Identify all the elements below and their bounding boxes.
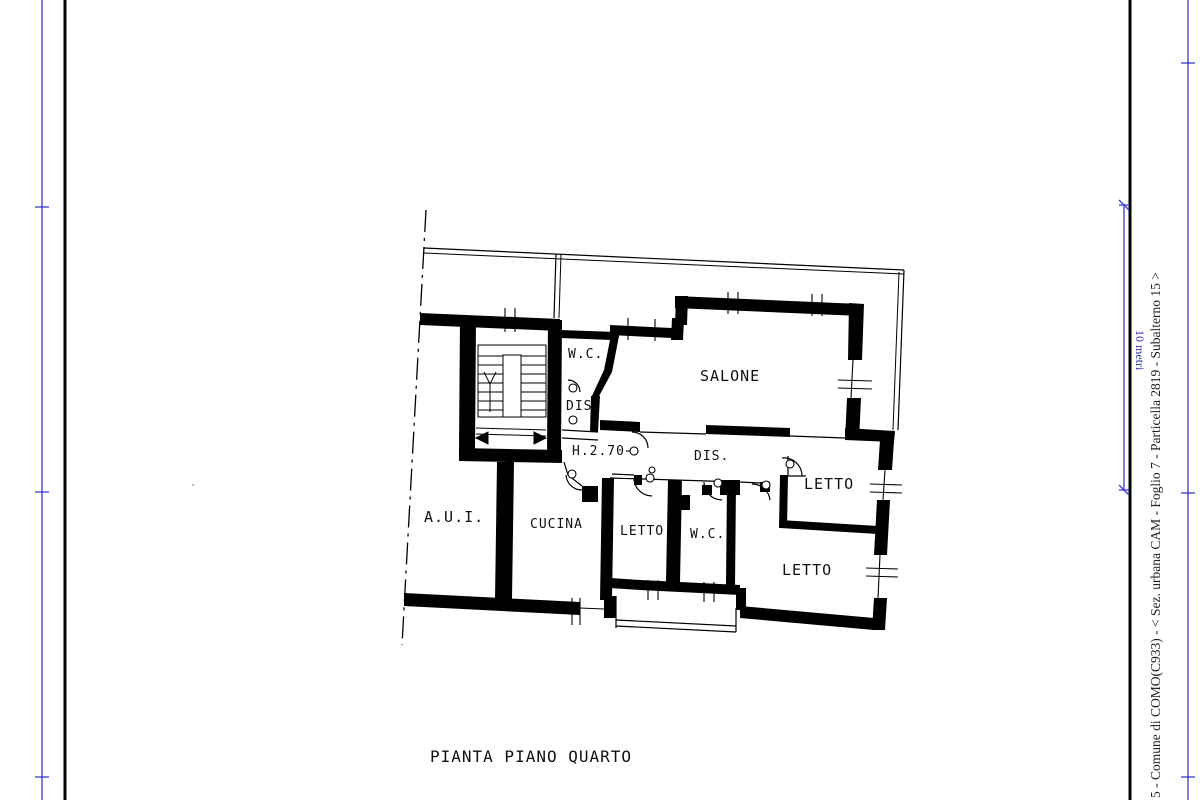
floor-plan: W.C. DIS. SALONE H.2.70 DIS. LETTO A.U.I… [401, 209, 905, 646]
page-frame [63, 0, 1132, 800]
margin-guides [35, 0, 1195, 800]
room-label-letto-right: LETTO [804, 475, 854, 493]
cadastral-reference: 5 - Comune di COMO(C933) - < Sez. urbana… [1148, 272, 1163, 798]
room-labels: W.C. DIS. SALONE H.2.70 DIS. LETTO A.U.I… [424, 347, 854, 579]
windows [504, 292, 903, 625]
height-label: H.2.70 [572, 444, 625, 459]
boundary-lines [401, 209, 905, 646]
room-label-dis: DIS. [694, 449, 729, 464]
room-label-dis-small: DIS. [566, 399, 601, 414]
staircase [474, 344, 548, 445]
scale-label: 10 metri [1133, 330, 1147, 371]
room-label-aui: A.U.I. [424, 508, 484, 526]
room-label-wc-top: W.C. [568, 347, 603, 362]
plan-caption: PIANTA PIANO QUARTO [430, 747, 632, 766]
room-label-salone: SALONE [700, 367, 760, 385]
room-label-letto-big: LETTO [782, 561, 832, 579]
walls [404, 296, 895, 630]
thin-walls [561, 379, 846, 633]
scan-dot [192, 484, 194, 486]
room-label-letto-mid: LETTO [620, 524, 664, 539]
fixtures [567, 383, 795, 490]
room-label-wc-mid: W.C. [690, 527, 725, 542]
room-label-cucina: CUCINA [530, 517, 583, 532]
